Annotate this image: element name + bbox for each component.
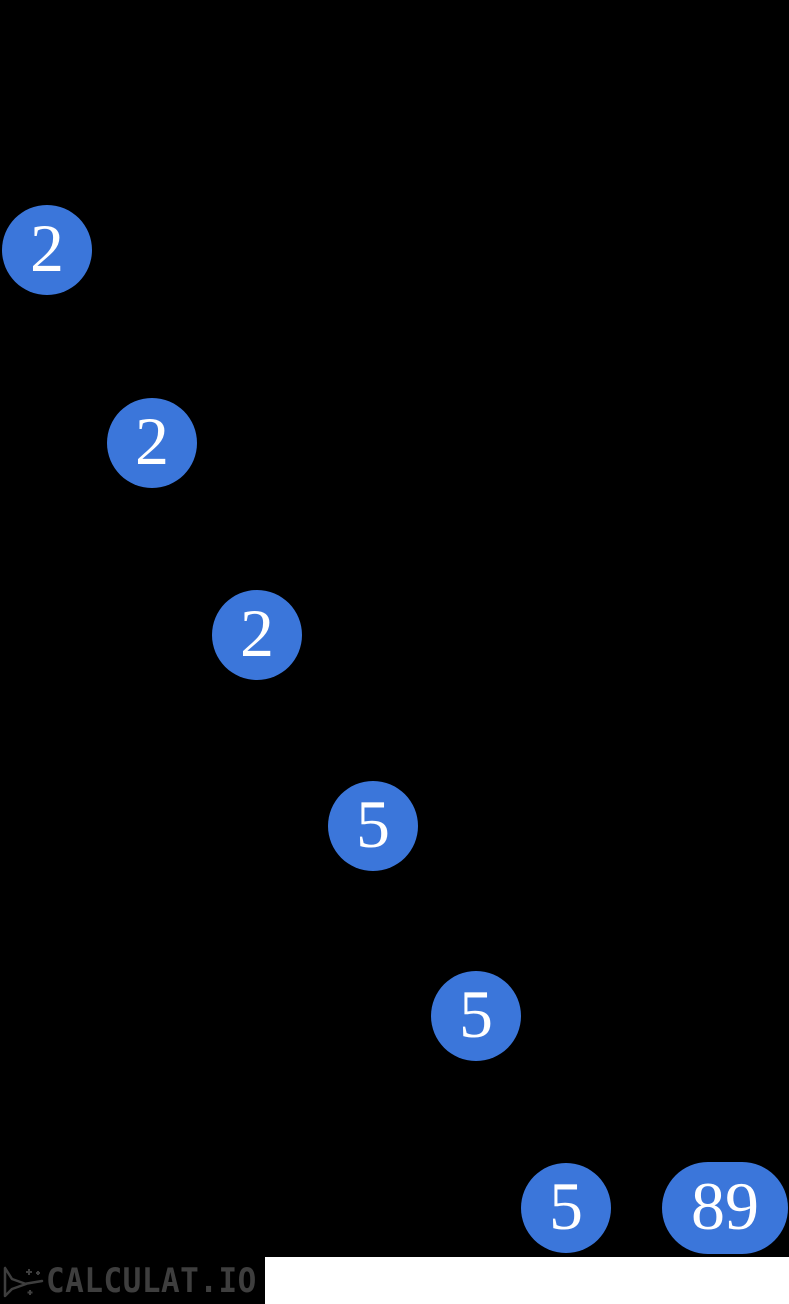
factor-node: 89	[662, 1162, 788, 1254]
factor-node: 2	[107, 398, 197, 488]
factor-node: 2	[212, 590, 302, 680]
watermark-strip: CALCULAT.IO	[0, 1257, 789, 1304]
factor-node-label: 5	[459, 976, 493, 1052]
logo-text: CALCULAT.IO	[46, 1261, 257, 1300]
factor-node-label: 5	[356, 786, 390, 862]
calculatio-logo: CALCULAT.IO	[0, 1257, 265, 1304]
factor-node-label: 5	[549, 1168, 583, 1244]
rocket-doodle-icon	[3, 1266, 44, 1297]
factor-node: 5	[521, 1163, 611, 1253]
factor-node: 5	[431, 971, 521, 1061]
factor-node-label: 2	[135, 403, 169, 479]
factor-node: 5	[328, 781, 418, 871]
factor-node: 2	[2, 205, 92, 295]
factor-node-label: 89	[691, 1168, 759, 1244]
factor-node-label: 2	[240, 595, 274, 671]
factor-node-label: 2	[30, 210, 64, 286]
